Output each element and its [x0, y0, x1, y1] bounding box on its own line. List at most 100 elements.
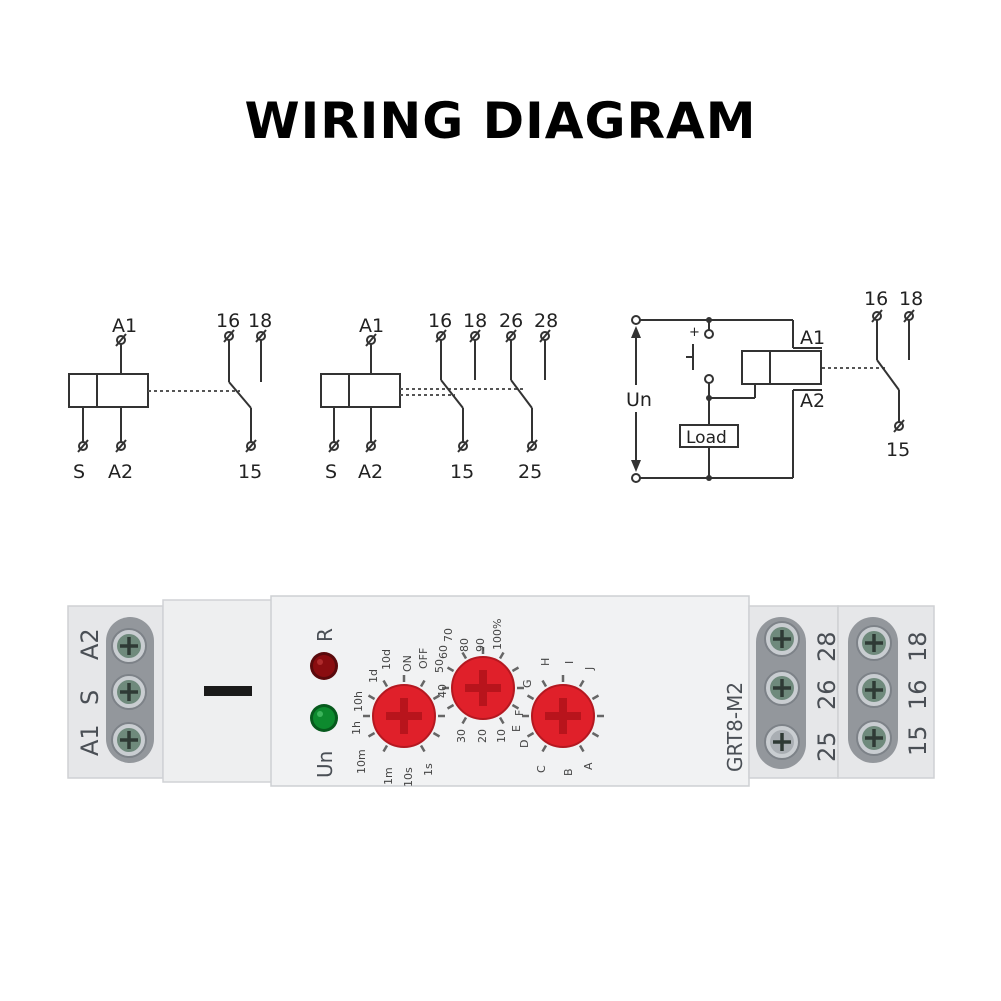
dial-tick	[511, 703, 520, 710]
model-label: GRT8-M2	[723, 682, 747, 772]
dial-tick	[541, 679, 548, 688]
label-15: 15	[238, 461, 262, 483]
dial-tick	[419, 744, 426, 753]
dial-tick	[367, 731, 376, 738]
dial2-label-100: 100%	[491, 619, 504, 650]
label-18: 18	[463, 310, 487, 332]
dial1-label-10s: 10s	[402, 767, 415, 787]
dial1-label-1d: 1d	[367, 669, 380, 683]
terminal-symbols	[328, 329, 551, 453]
terminal-screw[interactable]	[111, 722, 147, 758]
dial1-label-10d: 10d	[380, 649, 393, 670]
dial-tick	[591, 694, 600, 701]
diagram-3: Un + A1 A2 Load 16 18	[626, 288, 923, 483]
terminal-screw[interactable]	[856, 720, 892, 756]
dial3-label-j: J	[583, 667, 596, 671]
label-16: 16	[216, 310, 240, 332]
dial3-label-g: G	[521, 679, 534, 688]
dial1-label-10h: 10h	[352, 691, 365, 712]
terminal-label-18: 18	[904, 631, 932, 662]
terminal-screw[interactable]	[111, 628, 147, 664]
diagram-1: A1 16 18 S A2 15	[68, 310, 272, 483]
dial-tick	[446, 666, 455, 673]
din-clip-slot	[204, 686, 252, 696]
label-a2: A2	[358, 461, 383, 483]
terminal-screw[interactable]	[764, 670, 800, 706]
dial2-label-40: 40	[436, 684, 449, 698]
dial2-label-20: 20	[476, 729, 489, 743]
terminal-screw[interactable]	[764, 724, 800, 760]
dial-tick	[591, 731, 600, 738]
terminal-screw[interactable]	[856, 625, 892, 661]
label-16: 16	[428, 310, 452, 332]
label-a1: A1	[800, 327, 825, 349]
dial1-label-1s: 1s	[422, 763, 435, 776]
dial3-label-a: A	[582, 762, 595, 770]
dial3-label-c: C	[535, 765, 548, 773]
dial3-label-d: D	[518, 740, 531, 748]
dial2-label-30: 30	[455, 729, 468, 743]
dial-tick	[578, 744, 585, 753]
dial1-label-1h: 1h	[350, 721, 363, 735]
percentage-dial[interactable]	[442, 647, 524, 725]
dial-tick	[511, 666, 520, 673]
dial3-label-b: B	[562, 768, 575, 776]
relay-coil	[741, 350, 822, 385]
terminal-label-16: 16	[904, 679, 932, 710]
label-a2: A2	[108, 461, 133, 483]
label-25: 25	[518, 461, 542, 483]
label-15: 15	[886, 439, 910, 461]
relay-coil	[68, 373, 149, 408]
label-18: 18	[899, 288, 923, 310]
dial1-label-off: OFF	[417, 648, 430, 669]
terminal-label-15: 15	[904, 725, 932, 756]
terminal-label-s: S	[76, 690, 104, 705]
diagram-2: A1 16 18 26 28 S A2 15	[320, 310, 558, 483]
time-range-dial[interactable]	[363, 675, 445, 753]
label-a2: A2	[800, 390, 825, 412]
dial1-label-10m: 10m	[355, 749, 368, 774]
dial2-label-70: 70	[442, 628, 455, 642]
dial-tick	[419, 679, 426, 688]
dial-tick	[498, 651, 505, 660]
terminal-symbols	[871, 309, 915, 433]
label-28: 28	[534, 310, 558, 332]
dial-tick	[367, 694, 376, 701]
relay-coil	[320, 373, 401, 408]
terminal-screw[interactable]	[856, 672, 892, 708]
terminal-screw[interactable]	[111, 674, 147, 710]
dial-tick	[461, 716, 468, 725]
dial1-label-1m: 1m	[382, 767, 395, 785]
label-18: 18	[248, 310, 272, 332]
terminal-screw[interactable]	[764, 621, 800, 657]
label-a1: A1	[359, 315, 384, 337]
dial-tick	[382, 679, 389, 688]
terminal-label-28: 28	[813, 631, 841, 662]
label-26: 26	[499, 310, 523, 332]
label-un: Un	[626, 389, 652, 411]
dial2-label-80: 80	[458, 638, 471, 652]
label-a1: A1	[112, 315, 137, 337]
dial-tick	[498, 716, 505, 725]
dial2-label-90: 90	[474, 638, 487, 652]
dial3-label-f: F	[513, 710, 526, 716]
dial1-label-on: ON	[401, 655, 414, 672]
dial2-label-60: 60	[437, 645, 450, 659]
function-dial[interactable]	[522, 675, 604, 753]
dial-tick	[461, 651, 468, 660]
relay-device: A2 S A1 R Un 10m 1h 10h 1d 10d ON OFF 1m…	[67, 595, 935, 787]
dial-tick	[432, 694, 441, 701]
terminal-label-a1: A1	[76, 724, 104, 756]
terminal-label-25: 25	[813, 731, 841, 762]
diagram-title: WIRING DIAGRAM	[244, 92, 757, 150]
dial2-label-50: 50	[433, 659, 446, 673]
label-16: 16	[864, 288, 888, 310]
label-s: S	[325, 461, 337, 483]
screws	[111, 621, 892, 760]
label-load: Load	[686, 428, 727, 448]
dial-tick	[526, 694, 535, 701]
led-label-r: R	[313, 628, 337, 642]
dial-tick	[382, 744, 389, 753]
dial-tick	[541, 744, 548, 753]
